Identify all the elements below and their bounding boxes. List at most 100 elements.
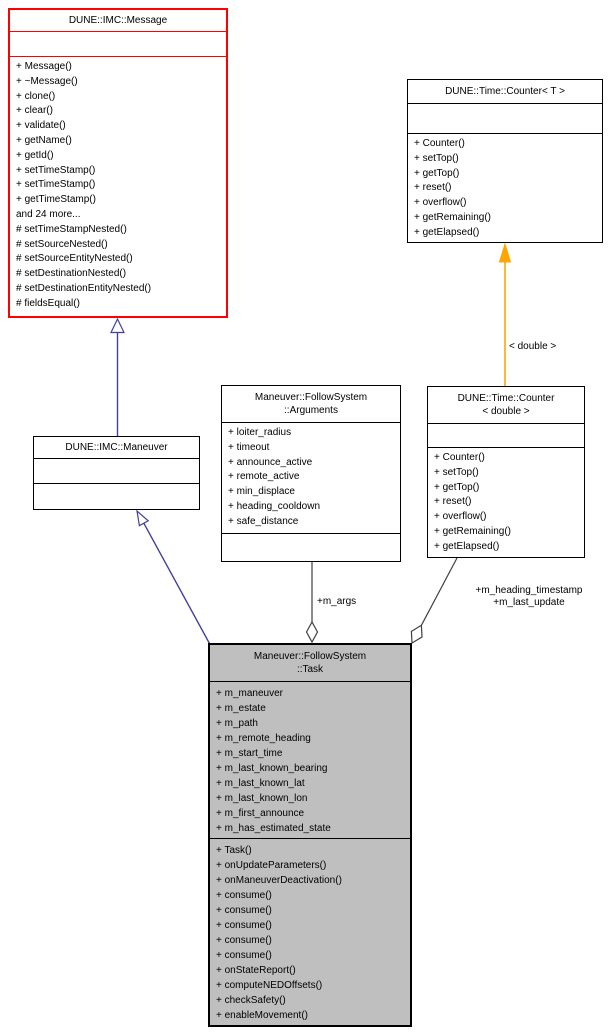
class-node-dune-imc-message[interactable]: DUNE::IMC::Message + Message()+ ~Message…: [8, 8, 228, 318]
member-row: # fieldsEqual(): [16, 297, 80, 309]
member-row: + m_last_known_lon: [216, 793, 308, 804]
class-title-line1: DUNE::Time::Counter: [457, 393, 555, 404]
member-row: + overflow(): [414, 197, 467, 209]
member-row: + clear(): [16, 105, 53, 117]
member-row: + checkSafety(): [216, 995, 286, 1006]
attributes-compartment: + m_maneuver+ m_estate+ m_path+ m_remote…: [210, 681, 410, 838]
member-row: + reset(): [434, 496, 472, 508]
member-row: + getId(): [16, 149, 54, 161]
member-row: + consume(): [216, 920, 272, 931]
class-title-line1: Maneuver::FollowSystem: [254, 392, 368, 403]
class-title: DUNE::Time::Counter< T >: [445, 86, 565, 97]
member-row: + validate(): [16, 120, 66, 132]
attributes-compartment-empty: [408, 103, 602, 133]
member-row: + consume(): [216, 935, 272, 946]
methods-compartment-empty: [34, 483, 199, 509]
edge-label-line2: +m_last_update: [493, 597, 565, 608]
member-row: and 24 more...: [16, 208, 81, 220]
member-row: + onStateReport(): [216, 965, 296, 976]
class-title: DUNE::Time::Counter < double >: [428, 387, 584, 423]
member-row: # setTimeStampNested(): [16, 223, 127, 235]
aggregation-diamond-icon: [410, 624, 423, 645]
member-row: + onUpdateParameters(): [216, 860, 327, 871]
member-row: + ~Message(): [16, 75, 78, 87]
member-row: + m_start_time: [216, 748, 283, 759]
member-row: + getTop(): [434, 481, 480, 493]
class-node-dune-imc-maneuver[interactable]: DUNE::IMC::Maneuver: [33, 436, 200, 510]
edge-label-line1: +m_heading_timestamp: [475, 585, 583, 596]
aggregation-diamond-icon: [305, 620, 319, 644]
member-row: + m_maneuver: [216, 688, 283, 699]
methods-compartment: + Task() + onUpdateParameters() + onManeuv…: [210, 838, 410, 1025]
member-row: + overflow(): [434, 511, 487, 523]
class-node-followsystem-arguments[interactable]: Maneuver::FollowSystem ::Arguments + loi…: [221, 385, 401, 562]
member-row: + enableMovement(): [216, 1010, 308, 1021]
member-row: + Message(): [16, 61, 72, 72]
edge-label-heading-timestamp: +m_heading_timestamp +m_last_update: [447, 585, 611, 609]
member-row: + getTimeStamp(): [16, 194, 96, 206]
class-title: Maneuver::FollowSystem ::Arguments: [222, 386, 400, 422]
member-row: + getTop(): [414, 167, 460, 179]
aggregation-edge-heading-timestamp: [420, 557, 458, 626]
edge-label-m-args: +m_args: [317, 596, 357, 607]
member-row: + getName(): [16, 134, 72, 146]
member-row: + loiter_radius: [228, 427, 292, 438]
methods-compartment: + Counter() + setTop() + getTop() + reset()…: [428, 447, 584, 557]
class-node-dune-time-counter-t[interactable]: DUNE::Time::Counter< T > + Counter()+ se…: [407, 79, 603, 243]
attributes-compartment-empty: [428, 423, 584, 447]
class-title-line2: ::Arguments: [284, 405, 338, 416]
member-row: + Task(): [216, 845, 252, 856]
member-row: + consume(): [216, 905, 272, 916]
member-row: + consume(): [216, 950, 272, 961]
member-row: + safe_distance: [228, 515, 299, 527]
member-row: + remote_active: [228, 471, 300, 483]
methods-compartment: + Message() + ~Message() + clone() + clear(…: [10, 56, 226, 316]
member-row: + Counter(): [414, 138, 465, 149]
member-row: + consume(): [216, 890, 272, 901]
class-title-line2: < double >: [482, 406, 530, 417]
attributes-compartment: + loiter_radius + timeout + announce_activ…: [222, 422, 400, 533]
member-row: + getRemaining(): [414, 211, 491, 223]
methods-compartment-empty: [222, 533, 400, 561]
member-row: # setDestinationEntityNested(): [16, 282, 152, 294]
member-row: + m_last_known_lat: [216, 778, 305, 789]
edge-label-template-instance: < double >: [509, 341, 557, 352]
member-row: + min_displace: [228, 486, 295, 498]
member-row: + computeNEDOffsets(): [216, 980, 323, 991]
member-row: + m_remote_heading: [216, 733, 311, 744]
class-title-line1: Maneuver::FollowSystem: [253, 651, 367, 662]
member-row: + m_first_announce: [216, 808, 305, 819]
class-title: Maneuver::FollowSystem ::Task: [210, 645, 410, 681]
class-node-followsystem-task[interactable]: Maneuver::FollowSystem ::Task + m_maneuv…: [208, 643, 412, 1027]
member-row: + announce_active: [228, 456, 313, 468]
member-row: + timeout: [228, 441, 270, 453]
class-title: DUNE::IMC::Maneuver: [65, 442, 168, 453]
member-row: + onManeuverDeactivation(): [216, 875, 342, 886]
member-row: # setSourceEntityNested(): [16, 253, 133, 265]
member-row: + setTimeStamp(): [16, 164, 96, 176]
member-row: + getElapsed(): [434, 540, 500, 552]
member-row: + Counter(): [434, 452, 485, 463]
attributes-compartment-empty: [34, 458, 199, 483]
class-title-line2: ::Task: [296, 664, 324, 675]
member-row: + getElapsed(): [414, 226, 480, 238]
class-title: DUNE::IMC::Message: [68, 15, 168, 26]
attributes-compartment-empty: [10, 31, 226, 56]
member-row: + reset(): [414, 182, 452, 194]
inheritance-arrowhead-icon: [110, 317, 125, 334]
member-row: + m_has_estimated_state: [216, 823, 331, 834]
inheritance-arrowhead-icon: [136, 509, 150, 527]
member-row: + setTop(): [414, 152, 459, 164]
member-row: + m_last_known_bearing: [216, 763, 328, 774]
member-row: + clone(): [16, 90, 56, 102]
class-node-dune-time-counter-double[interactable]: DUNE::Time::Counter < double > + Counter…: [427, 386, 585, 558]
template-arrowhead-icon: [498, 242, 512, 263]
member-row: # setSourceNested(): [16, 238, 108, 250]
member-row: + m_estate: [216, 703, 266, 714]
member-row: + setTimeStamp(): [16, 179, 96, 191]
member-row: + setTop(): [434, 466, 479, 478]
member-row: # setDestinationNested(): [16, 268, 127, 280]
member-row: + heading_cooldown: [228, 500, 321, 512]
